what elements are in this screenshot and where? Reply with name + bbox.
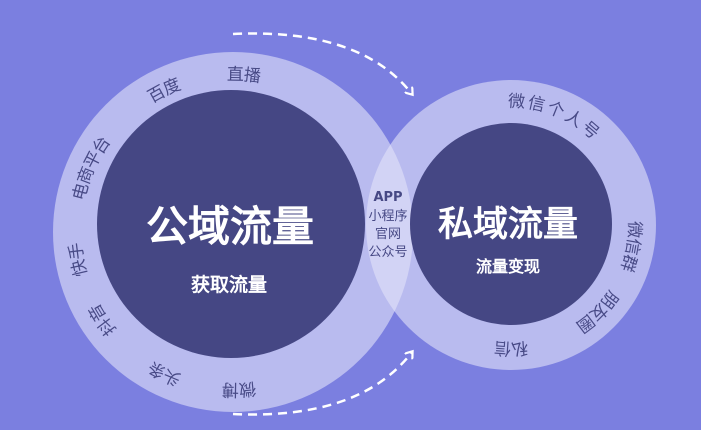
public-channel-label: 微博 [222, 378, 257, 400]
overlap-item: 公众号 [368, 245, 407, 260]
arrow-top [232, 32, 412, 95]
overlap-item: 小程序 [368, 209, 407, 224]
svg-text:微博: 微博 [222, 378, 257, 400]
overlap-item: APP [373, 190, 402, 205]
public-subtitle: 获取流量 [191, 273, 267, 296]
private-core [410, 123, 612, 325]
private-subtitle: 流量变现 [476, 257, 540, 276]
public-title: 公域流量 [146, 202, 314, 251]
svg-text:私信: 私信 [493, 337, 528, 358]
private-channel-label: 私信 [493, 337, 528, 358]
svg-text:直播: 直播 [227, 65, 262, 87]
public-channel-label: 直播 [227, 65, 262, 87]
overlap-item: 官网 [375, 226, 401, 242]
public-core [97, 90, 365, 358]
private-title: 私域流量 [438, 205, 578, 245]
arrow-bottom [232, 352, 412, 416]
